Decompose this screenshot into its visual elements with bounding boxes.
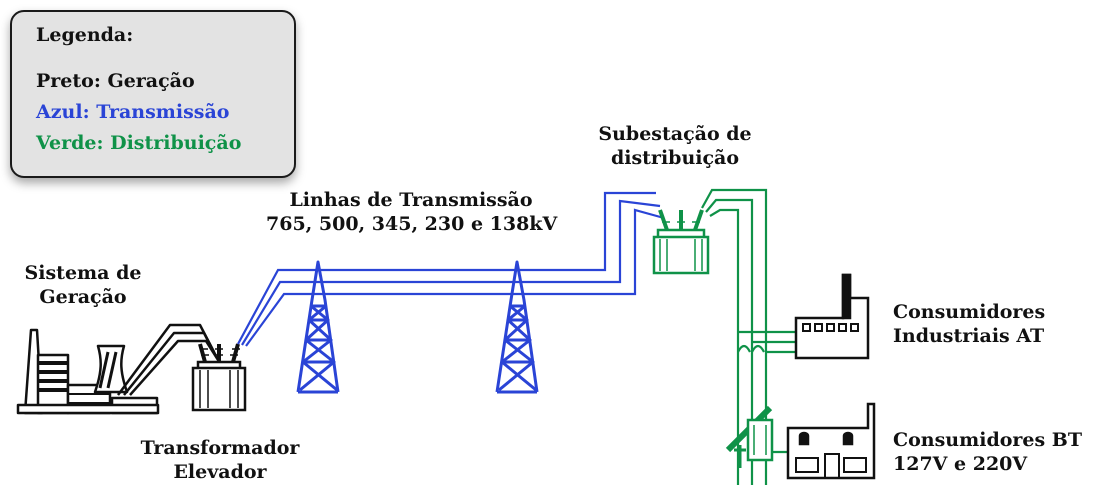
legend-title: Legenda: <box>36 24 134 46</box>
transmission-tower-icon <box>495 260 539 394</box>
label-line: Elevador <box>173 461 267 483</box>
transmission-lines <box>237 191 665 347</box>
distribution-lines <box>701 188 796 485</box>
label-transmission-lines: Linhas de Transmissão 765, 500, 345, 230… <box>266 188 558 236</box>
label-line: Geração <box>39 286 127 308</box>
label-distribution-substation: Subestação de distribuição <box>590 122 760 170</box>
substation-transformer-icon <box>652 209 710 275</box>
pole-transformer-icon <box>725 405 774 468</box>
step-up-transformer-icon <box>191 343 247 412</box>
label-bt-consumers: Consumidores BT 127V e 220V <box>893 428 1082 476</box>
label-industrial-consumers: Consumidores Industriais AT <box>893 300 1045 348</box>
label-line: Transformador <box>140 437 300 459</box>
label-line: 765, 500, 345, 230 e 138kV <box>266 213 558 235</box>
legend-item-transmission: Azul: Transmissão <box>36 101 230 123</box>
legend-item-generation: Preto: Geração <box>36 70 195 92</box>
label-line: Industriais AT <box>893 325 1045 347</box>
label-line: Consumidores <box>893 301 1046 323</box>
label-line: Consumidores BT <box>893 429 1083 451</box>
factory-icon <box>794 273 870 360</box>
house-icon <box>786 402 876 480</box>
legend-box: Legenda: Preto: Geração Azul: Transmissã… <box>10 10 296 178</box>
generation-plant-icon <box>16 323 220 415</box>
legend-item-distribution: Verde: Distribuição <box>36 132 242 154</box>
label-line: Linhas de Transmissão <box>289 189 533 211</box>
label-line: Sistema de <box>24 262 142 284</box>
label-line: 127V e 220V <box>893 453 1028 475</box>
transmission-tower-icon <box>296 260 340 394</box>
label-step-up-transformer: Transformador Elevador <box>125 436 315 484</box>
label-line: Subestação de <box>598 123 752 145</box>
label-line: distribuição <box>610 147 740 169</box>
label-generation-system: Sistema de Geração <box>12 261 154 309</box>
